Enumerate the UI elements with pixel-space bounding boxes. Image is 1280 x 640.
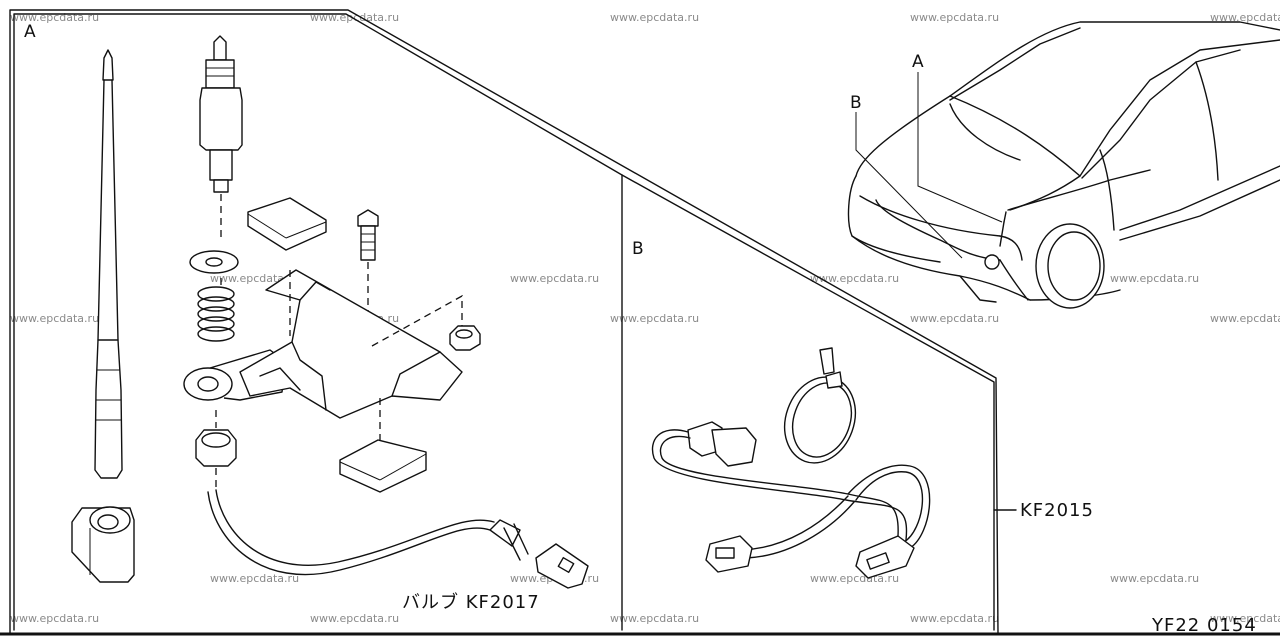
harness-connector-right: [855, 535, 915, 579]
watermark-text: www.epcdata.ru: [210, 572, 299, 585]
watermark-text: www.epcdata.ru: [1210, 312, 1280, 325]
mounting-bracket: [239, 269, 463, 419]
watermark-text: www.epcdata.ru: [10, 612, 99, 625]
watermark-text: www.epcdata.ru: [810, 272, 899, 285]
harness-part-label: KF2015: [1020, 500, 1094, 521]
car-harness-label: B: [850, 93, 862, 113]
spring: [197, 286, 235, 342]
watermark-text: www.epcdata.ru: [610, 312, 699, 325]
watermark-text: www.epcdata.ru: [1210, 11, 1280, 24]
watermark-text: www.epcdata.ru: [910, 612, 999, 625]
watermark-text: www.epcdata.ru: [510, 272, 599, 285]
figure-code: YF22 0154: [1151, 615, 1257, 636]
antenna-connector: [535, 543, 589, 589]
harness-connector-left: [705, 535, 753, 573]
antenna-cable: [207, 489, 529, 576]
watermark-text: www.epcdata.ru: [210, 272, 299, 285]
antenna-base: [71, 506, 135, 583]
watermark-text: www.epcdata.ru: [610, 612, 699, 625]
car-leader-lines: [855, 72, 1003, 259]
sub-harness: [651, 429, 931, 559]
nut: [195, 429, 237, 467]
watermark-text: www.epcdata.ru: [1210, 612, 1280, 625]
harness-connector-upper: [687, 421, 757, 467]
panel-a-label: A: [24, 22, 36, 42]
antenna-rod: [94, 49, 123, 479]
watermark-text: www.epcdata.ru: [10, 312, 99, 325]
flange-nut: [449, 325, 481, 351]
car-overview: [847, 21, 1280, 309]
valve-part-label: バルブ KF2017: [402, 591, 540, 613]
panel-frame: [0, 9, 1280, 636]
lower-pad: [339, 439, 427, 493]
bracket-dashed-guide: [215, 270, 463, 490]
washer: [189, 250, 239, 274]
watermark-text: www.epcdata.ru: [910, 11, 999, 24]
watermark-text: www.epcdata.ru: [1110, 272, 1199, 285]
panel-b-label: B: [632, 239, 644, 259]
watermark-text: www.epcdata.ru: [810, 572, 899, 585]
watermark-text: www.epcdata.ru: [310, 612, 399, 625]
watermark-text: www.epcdata.ru: [1110, 572, 1199, 585]
upper-pad: [247, 197, 327, 251]
bolt: [357, 209, 379, 330]
watermark-text: www.epcdata.ru: [910, 312, 999, 325]
watermark-text: www.epcdata.ru: [610, 11, 699, 24]
antenna-mast-fitting: [199, 35, 243, 240]
car-antenna-label: A: [912, 52, 924, 72]
cable-clamp: [783, 347, 857, 464]
